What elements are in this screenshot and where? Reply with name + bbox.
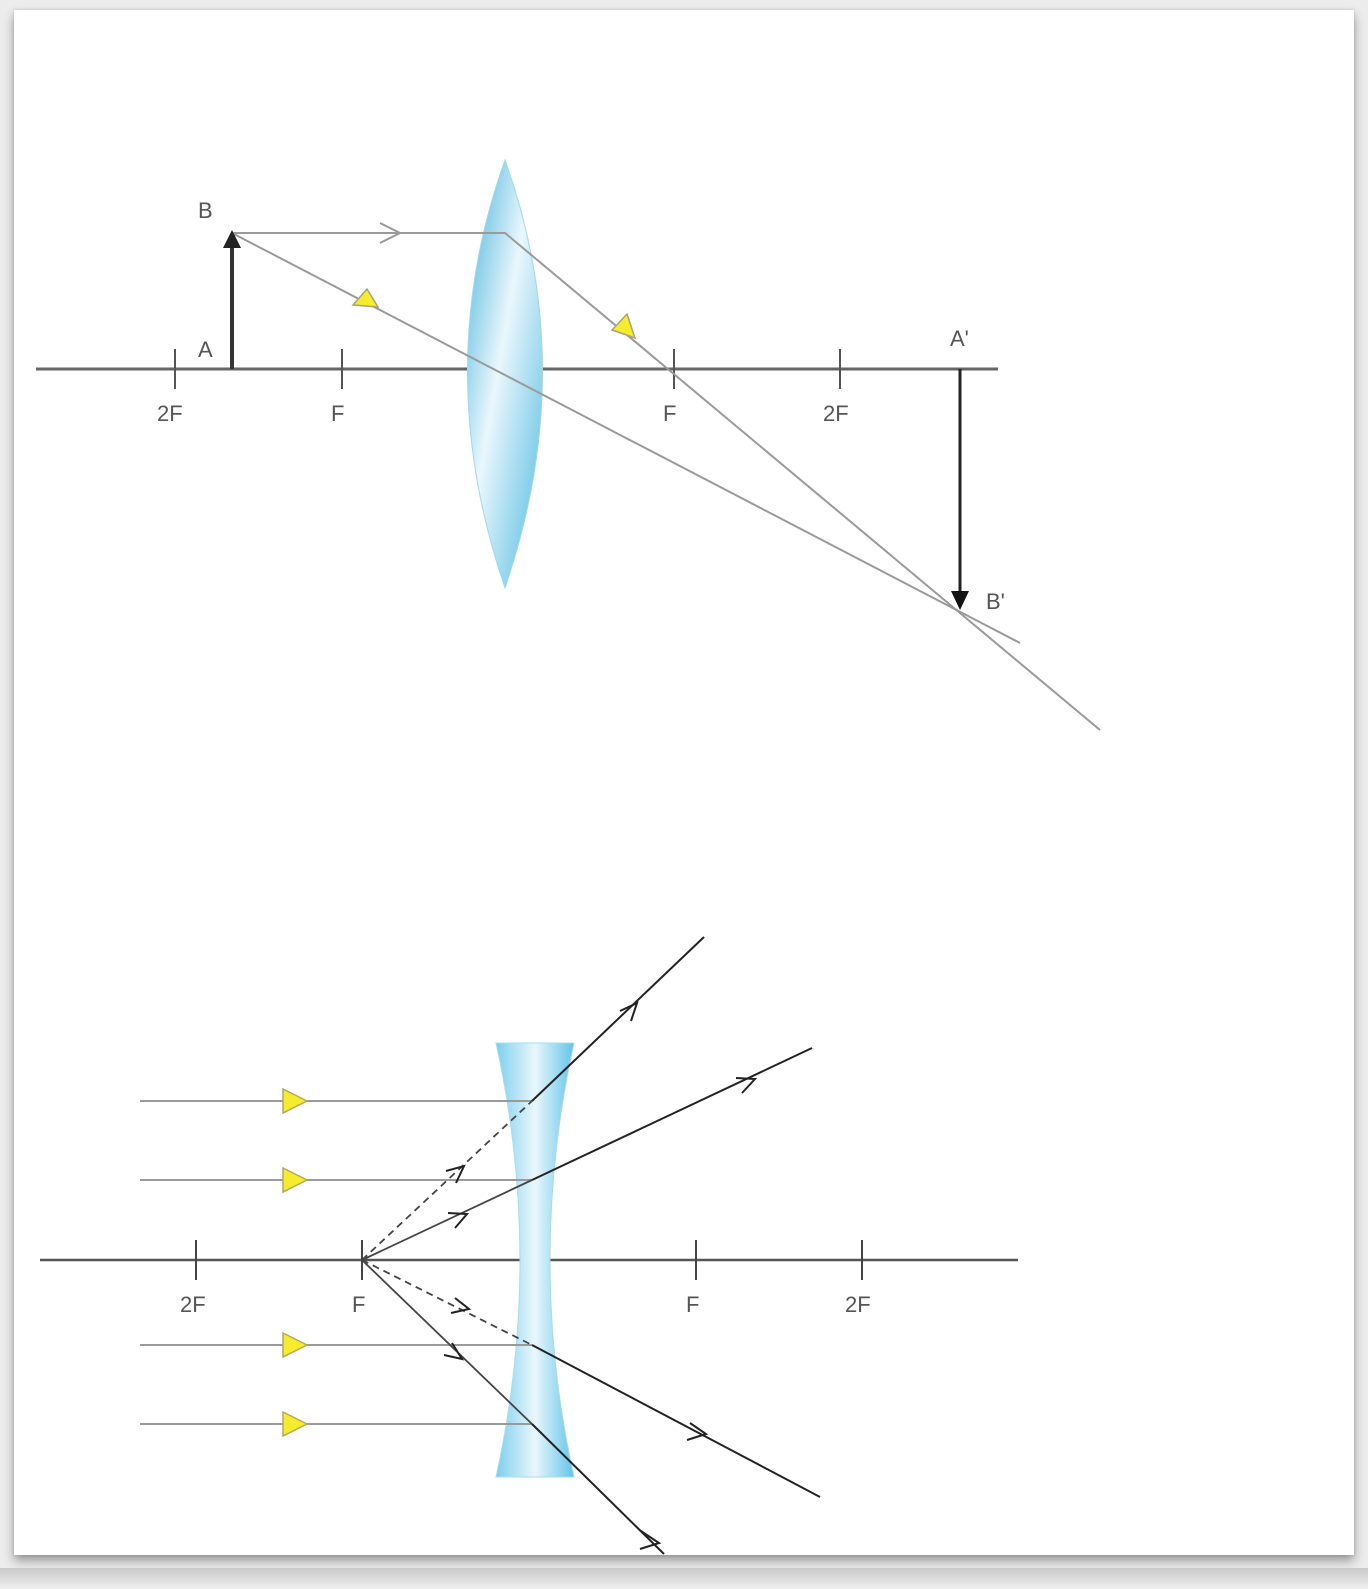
- axis-label-F-right: F: [663, 401, 676, 426]
- axis-ticks: [174, 349, 841, 389]
- convex-rays: [231, 232, 1101, 731]
- label-A: A: [198, 337, 213, 362]
- axis-label-2F-right: 2F: [823, 401, 849, 426]
- object-arrowhead: [223, 230, 241, 248]
- axis-label-2F-left: 2F: [157, 401, 183, 426]
- parallel-ray: [232, 232, 1101, 731]
- diverging-rays: [531, 936, 821, 1555]
- convex-lens-diagram: B A A' B' 2F F F 2F: [36, 158, 1101, 731]
- ray-arrow-marker: [282, 1087, 309, 1115]
- page-card: [14, 10, 1354, 1555]
- ray-direction-arrow: [379, 222, 403, 244]
- ray-direction-arrows: [443, 1001, 758, 1550]
- ray-arrow-marker: [282, 1166, 309, 1194]
- ray-arrow-marker: [351, 287, 380, 308]
- ray-arrow-marker: [610, 312, 637, 340]
- axis-label-2F-left: 2F: [180, 1292, 206, 1317]
- label-B: B: [198, 198, 213, 223]
- center-ray: [231, 232, 1021, 644]
- label-A-prime: A': [950, 326, 969, 351]
- image-arrowhead: [951, 591, 969, 610]
- label-B-prime: B': [986, 589, 1005, 614]
- virtual-rays: [361, 1100, 533, 1425]
- incoming-arrow-markers: [282, 1087, 309, 1438]
- concave-lens-diagram: 2F F F 2F: [40, 936, 1018, 1555]
- ray-arrow-marker: [282, 1410, 309, 1438]
- axis-label-F-left: F: [352, 1292, 365, 1317]
- incoming-rays: [140, 1100, 532, 1425]
- axis-label-F-right: F: [686, 1292, 699, 1317]
- axis-label-F-left: F: [331, 401, 344, 426]
- axis-label-2F-right: 2F: [845, 1292, 871, 1317]
- ray-arrow-marker: [282, 1331, 309, 1359]
- page-bottom-shadow: [0, 1568, 1368, 1589]
